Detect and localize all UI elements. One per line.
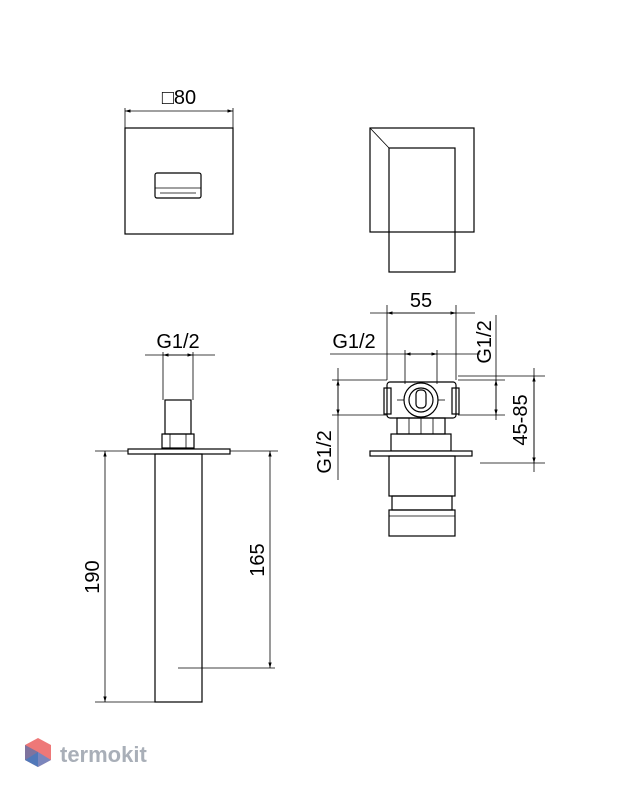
spout-length-label: 165	[247, 543, 269, 576]
spout-view: G1/2 190 165	[82, 331, 278, 703]
square-size-label: □80	[162, 87, 196, 109]
inlet-thread-left-label: G1/2	[332, 331, 375, 353]
watermark: termokit	[25, 738, 147, 767]
side-view	[369, 127, 475, 273]
body-width-label: 55	[410, 290, 432, 312]
outlet-thread-side-label: G1/2	[314, 430, 336, 473]
total-length-label: 190	[82, 560, 104, 593]
mixer-body-view: 55 G1/2 G1/2 G1/2 45-85	[314, 290, 545, 537]
termokit-logo-icon	[25, 738, 51, 767]
inlet-thread-top-label: G1/2	[474, 320, 496, 363]
spout-thread-label: G1/2	[156, 331, 199, 353]
watermark-text: termokit	[60, 742, 147, 767]
depth-range-label: 45-85	[510, 394, 532, 445]
front-view: □80	[124, 87, 234, 235]
